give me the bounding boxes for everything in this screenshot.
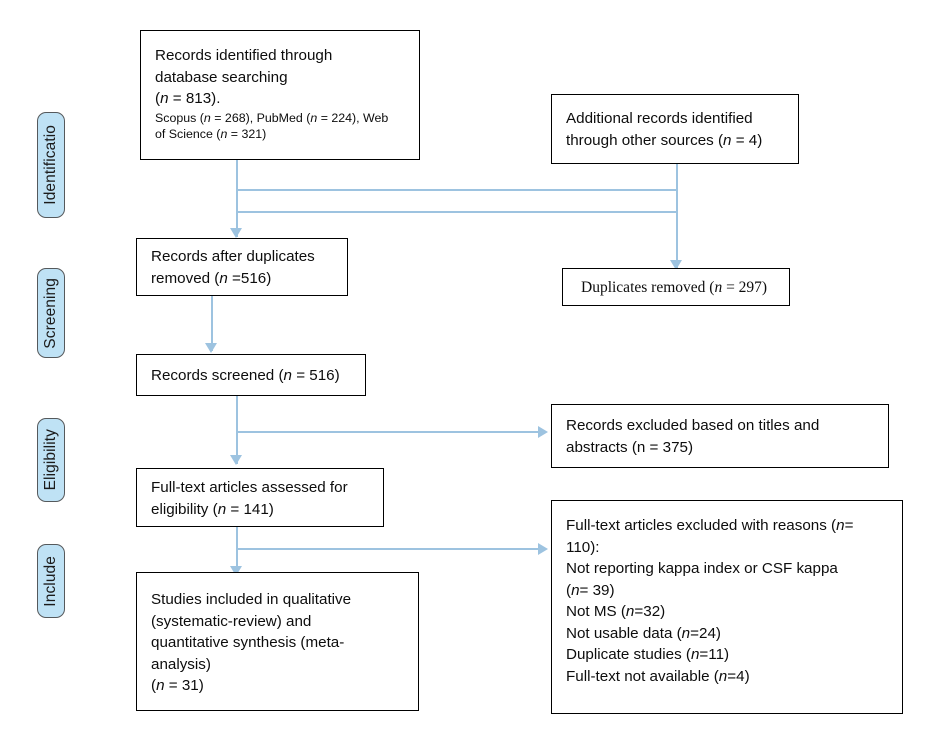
box-fulltext-excluded: Full-text articles excluded with reasons… (551, 500, 903, 714)
fulltext-excluded-line-7: Duplicate studies (n=11) (566, 646, 730, 664)
fulltext-excluded-line-1: Full-text articles excluded with reasons… (566, 517, 854, 534)
fulltext-excluded-line-8: Full-text not available (n=4) (566, 668, 750, 686)
box-records-excluded: Records excluded based on titles and abs… (551, 404, 889, 468)
connector-dedup-to-screened (211, 296, 213, 351)
connector-screened-to-excluded (236, 431, 541, 433)
stage-pill-identification-label: Identificatio (42, 125, 60, 205)
fulltext-excluded-line-4: (n= 39) (566, 581, 615, 599)
records-identified-line-2: database searching (155, 68, 288, 86)
box-duplicates-removed: Duplicates removed (n = 297) (562, 268, 790, 306)
records-identified-count-rest: = 813). (168, 90, 221, 108)
records-excluded-line-2: abstracts (n = 375) (566, 439, 694, 456)
box-additional-records: Additional records identified through ot… (551, 94, 799, 164)
arrow-screened-to-excluded (538, 426, 548, 438)
duplicates-removed-line-1: Duplicates removed (n = 297) (581, 279, 768, 296)
fulltext-excluded-line-5: Not MS (n=32) (566, 603, 666, 621)
fulltext-excluded-line-2: 110): (566, 538, 600, 556)
records-identified-sources-line-2: of Science (n = 321) (155, 127, 267, 142)
arrow-fulltext-to-included (230, 566, 242, 576)
arrow-screened-to-fulltext (230, 455, 242, 465)
connector-fulltext-to-reasons (236, 548, 541, 550)
arrow-additional-to-duplicates (670, 260, 682, 270)
arrow-dedup-to-screened (205, 343, 217, 353)
additional-records-line-1: Additional records identified (566, 110, 753, 128)
records-identified-line-1: Records identified through (155, 47, 333, 64)
stage-pill-included: Include (37, 544, 65, 618)
stage-pill-screening-label: Screening (42, 277, 60, 349)
stage-pill-screening: Screening (37, 268, 65, 358)
records-excluded-line-1: Records excluded based on titles and (566, 417, 820, 435)
studies-included-line-3: quantitative synthesis (meta- (151, 634, 345, 652)
studies-included-line-2: (systematic-review) and (151, 612, 312, 630)
after-duplicates-line-2: removed (n =516) (151, 270, 272, 287)
arrow-fulltext-to-reasons (538, 543, 548, 555)
arrow-identified-to-dedup (230, 228, 242, 238)
additional-records-line-2: through other sources (n = 4) (566, 132, 763, 149)
stage-pill-eligibility-label: Eligibility (42, 429, 60, 491)
stage-pill-included-label: Include (42, 555, 60, 607)
records-identified-sources-line-1: Scopus (n = 268), PubMed (n = 224), Web (155, 110, 389, 125)
box-records-after-duplicates: Records after duplicates removed (n =516… (136, 238, 348, 296)
records-identified-count-n: n (160, 90, 169, 108)
studies-included-line-5: (n = 31) (151, 677, 204, 695)
connector-join-lower (236, 211, 677, 213)
box-records-identified: Records identified through database sear… (140, 30, 420, 160)
fulltext-excluded-line-6: Not usable data (n=24) (566, 624, 721, 642)
fulltext-assessed-line-2: eligibility (n = 141) (151, 500, 274, 518)
connector-fulltext-to-included (236, 527, 238, 575)
records-screened-line-1: Records screened (n = 516) (151, 367, 340, 385)
box-records-screened: Records screened (n = 516) (136, 354, 366, 396)
connector-additional-trunk (676, 164, 678, 270)
records-identified-count: (n = 813). (155, 90, 221, 108)
connector-join-upper (236, 189, 677, 191)
studies-included-line-4: analysis) (151, 655, 211, 673)
stage-pill-eligibility: Eligibility (37, 418, 65, 502)
box-fulltext-assessed: Full-text articles assessed for eligibil… (136, 468, 384, 527)
fulltext-assessed-line-1: Full-text articles assessed for (151, 478, 348, 496)
box-studies-included: Studies included in qualitative (systema… (136, 572, 419, 711)
after-duplicates-line-1: Records after duplicates (151, 248, 315, 266)
connector-screened-to-fulltext (236, 396, 238, 464)
studies-included-line-1: Studies included in qualitative (151, 591, 352, 608)
stage-pill-identification: Identificatio (37, 112, 65, 218)
fulltext-excluded-line-3: Not reporting kappa index or CSF kappa (566, 560, 838, 578)
connector-identified-to-dedup (236, 160, 238, 237)
